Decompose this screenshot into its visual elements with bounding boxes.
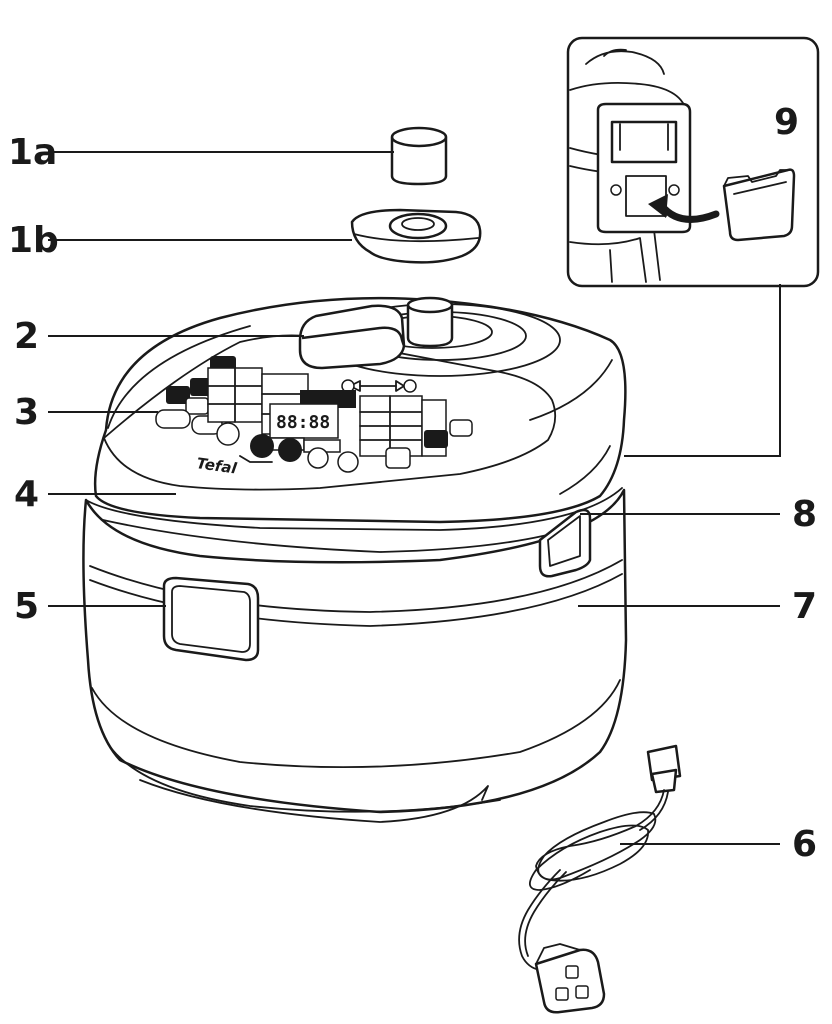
label-1b: 1b [8, 220, 59, 261]
part-2-steam-valve [298, 296, 561, 393]
lcd-digits: 88:88 [276, 412, 330, 433]
part-labels: 1a 1b 2 3 4 5 6 7 8 9 [8, 102, 817, 865]
label-1a: 1a [8, 132, 57, 173]
plus-button [278, 438, 302, 462]
brand-logo: Tefal [195, 454, 238, 478]
part-3-control-panel: 88:88 Tefal [155, 356, 473, 478]
leader-lines [48, 151, 781, 845]
label-7: 7 [792, 586, 817, 627]
leader-9 [624, 284, 781, 457]
panel-button-left-2 [190, 378, 212, 396]
label-4: 4 [14, 474, 39, 515]
minus-button [250, 434, 274, 458]
part-1a-cap [390, 126, 448, 186]
label-3: 3 [14, 392, 39, 433]
label-5: 5 [14, 586, 39, 627]
label-8: 8 [792, 494, 817, 535]
panel-button-right-1 [424, 430, 448, 448]
panel-button-left-1 [166, 386, 190, 404]
part-5-front-handle [162, 576, 260, 662]
label-9: 9 [774, 102, 799, 143]
part-6-power-cord [518, 744, 682, 1014]
label-2: 2 [14, 316, 39, 357]
part-9-detail-inset [566, 36, 820, 288]
part-8-side-slot [538, 508, 592, 578]
part-1b-valve [350, 208, 482, 264]
label-6: 6 [792, 824, 817, 865]
